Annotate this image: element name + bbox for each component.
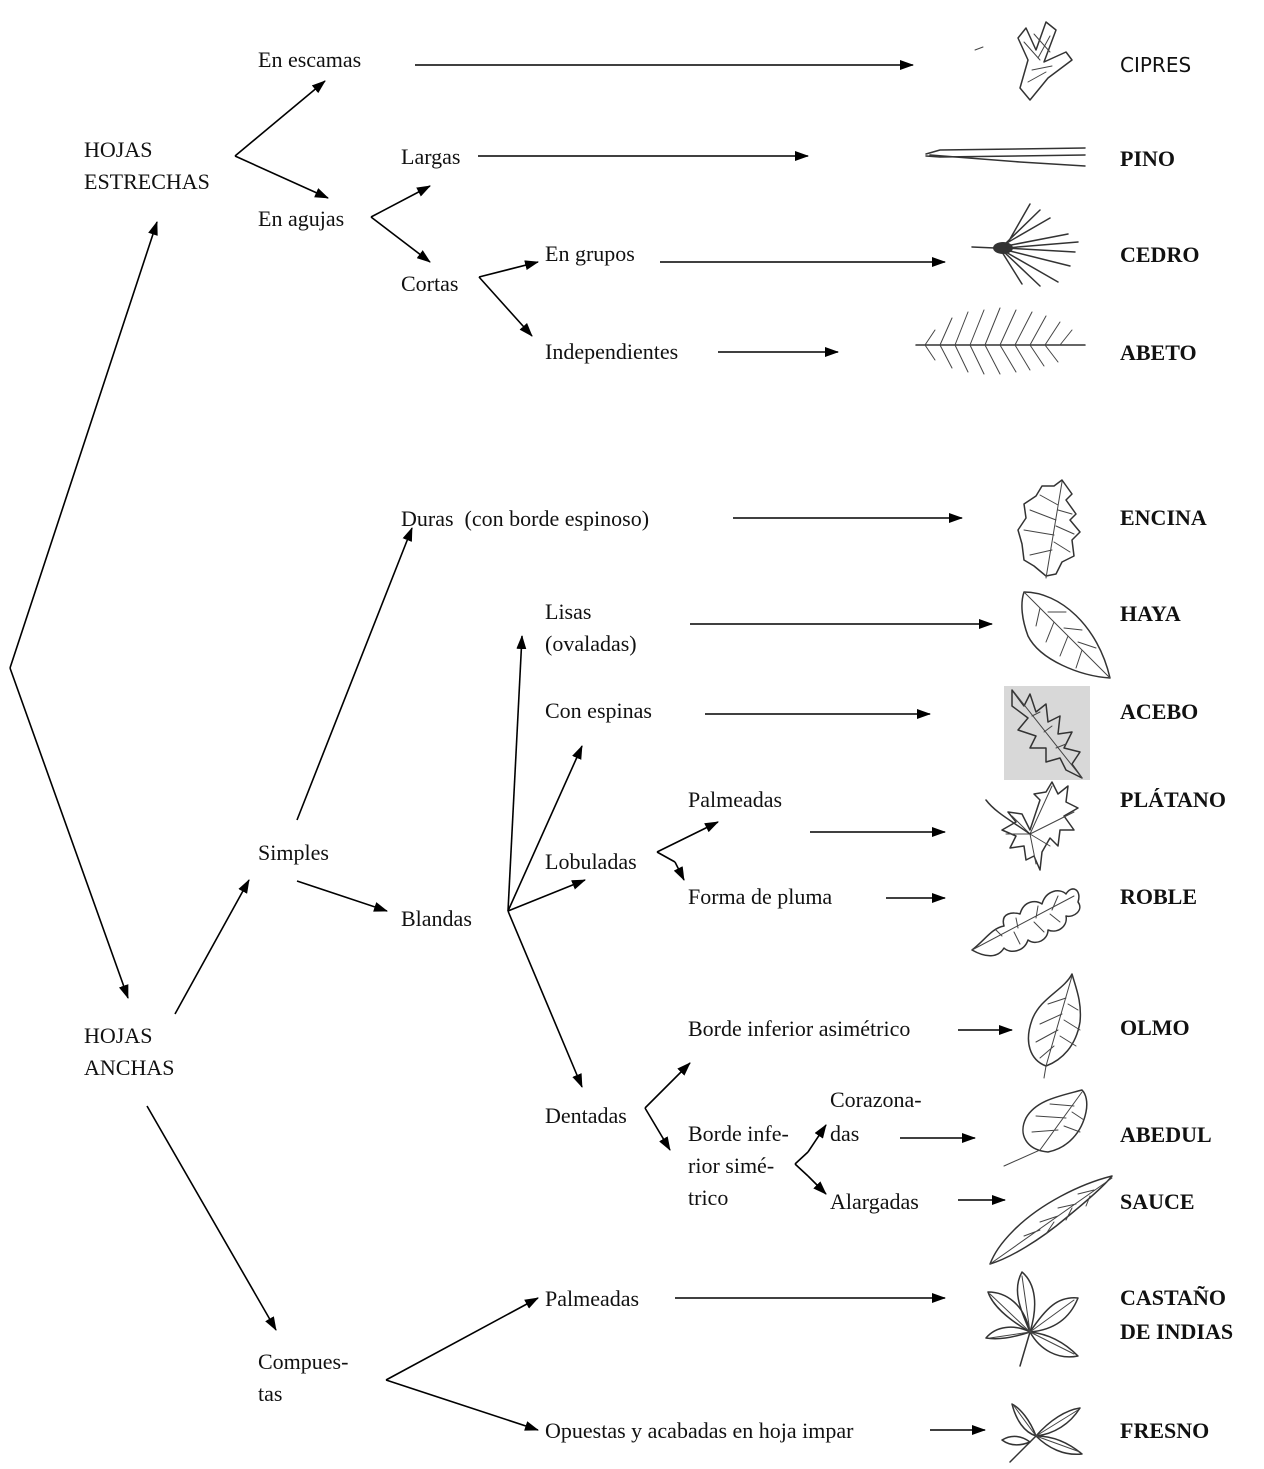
to-grupos-arrow (479, 262, 538, 277)
label-forma-de-pluma: Forma de pluma (688, 884, 832, 909)
label-simples: Simples (258, 840, 329, 865)
node-labels: HOJAS ESTRECHAS HOJAS ANCHAS En escamas … (84, 47, 922, 1443)
label-borde-asimetrico: Borde inferior asimétrico (688, 1016, 910, 1041)
to-simples-arrow (175, 880, 249, 1014)
willow-leaf-icon (990, 1176, 1112, 1264)
to-blandas-arrow (297, 881, 387, 911)
plane-leaf-icon (986, 782, 1078, 870)
label-hojas-estrechas-1: HOJAS (84, 137, 152, 162)
beech-leaf-icon (1022, 592, 1110, 678)
label-compuestas-1: Compues- (258, 1349, 348, 1374)
tree-name-platano: PLÁTANO (1120, 787, 1226, 812)
root-to-anchas-arrow (10, 668, 128, 998)
elm-leaf-icon (1028, 974, 1080, 1078)
label-hojas-anchas-1: HOJAS (84, 1023, 152, 1048)
label-largas: Largas (401, 144, 460, 169)
label-en-grupos: En grupos (545, 241, 635, 266)
tree-name-haya: HAYA (1120, 601, 1181, 626)
tree-name-castano-2: DE INDIAS (1120, 1319, 1233, 1344)
label-borde-simetrico-2: rior simé- (688, 1153, 774, 1178)
tree-name-cipres: CIPRES (1120, 53, 1191, 77)
label-palmeadas-compuestas: Palmeadas (545, 1286, 639, 1311)
tree-name-castano-1: CASTAÑO (1120, 1285, 1226, 1310)
birch-leaf-icon (1004, 1090, 1087, 1166)
to-lisas-arrow (508, 636, 522, 911)
oak-leaf-icon (972, 889, 1080, 956)
to-corazonadas-arrow (808, 1125, 826, 1152)
label-con-espinas: Con espinas (545, 698, 652, 723)
to-largas-arrow (371, 186, 430, 217)
label-palmeadas-lobuladas: Palmeadas (688, 787, 782, 812)
tree-name-encina: ENCINA (1120, 505, 1207, 530)
connectors (10, 65, 1012, 1430)
label-dentadas: Dentadas (545, 1103, 627, 1128)
label-duras: Duras (con borde espinoso) (401, 506, 649, 531)
to-palmeadas-lob-arrow (657, 822, 718, 852)
label-borde-simetrico-1: Borde infe- (688, 1121, 789, 1146)
label-en-escamas: En escamas (258, 47, 361, 72)
fir-branch-icon (916, 308, 1085, 374)
label-corazonadas-2: das (830, 1121, 859, 1146)
tree-name-pino: PINO (1120, 146, 1175, 171)
to-borde-asim-arrow (645, 1063, 690, 1108)
holly-leaf-icon (1004, 686, 1090, 780)
to-compuestas-arrow (147, 1106, 276, 1330)
to-dentadas-arrow (508, 911, 582, 1087)
cypress-scale-leaf-icon (975, 22, 1072, 100)
pine-needle-icon (926, 148, 1085, 166)
label-hojas-anchas-2: ANCHAS (84, 1055, 174, 1080)
tree-name-fresno: FRESNO (1120, 1418, 1209, 1443)
label-borde-simetrico-3: trico (688, 1185, 728, 1210)
label-alargadas: Alargadas (830, 1189, 919, 1214)
horse-chestnut-leaf-icon (986, 1272, 1078, 1366)
label-lisas-2: (ovaladas) (545, 631, 637, 656)
tree-name-olmo: OLMO (1120, 1015, 1190, 1040)
to-duras-arrow (297, 528, 412, 820)
to-escamas-arrow (235, 81, 325, 156)
tree-name-acebo: ACEBO (1120, 699, 1198, 724)
to-pluma-arrow (675, 862, 684, 880)
to-palmeadas-comp-arrow (386, 1298, 538, 1380)
cedar-needle-cluster-icon (972, 204, 1078, 286)
ash-leaf-icon (1002, 1404, 1082, 1462)
sim-fork-line-b (795, 1164, 808, 1176)
label-en-agujas: En agujas (258, 206, 344, 231)
to-borde-sim-arrow (645, 1108, 670, 1150)
sim-fork-line-a (795, 1152, 808, 1164)
label-lobuladas: Lobuladas (545, 849, 637, 874)
label-hojas-estrechas-2: ESTRECHAS (84, 169, 210, 194)
label-lisas-1: Lisas (545, 599, 591, 624)
root-to-estrechas-arrow (10, 222, 157, 668)
tree-name-roble: ROBLE (1120, 884, 1197, 909)
to-agujas-arrow (235, 156, 328, 198)
tree-name-abedul: ABEDUL (1120, 1122, 1212, 1147)
label-cortas: Cortas (401, 271, 458, 296)
to-independientes-arrow (479, 277, 532, 336)
label-blandas: Blandas (401, 906, 472, 931)
label-independientes: Independientes (545, 339, 678, 364)
tree-name-abeto: ABETO (1120, 340, 1197, 365)
holm-oak-leaf-icon (1018, 480, 1080, 578)
tree-name-sauce: SAUCE (1120, 1189, 1195, 1214)
to-alargadas-arrow (808, 1176, 826, 1194)
label-compuestas-2: tas (258, 1381, 282, 1406)
label-opuestas: Opuestas y acabadas en hoja impar (545, 1418, 854, 1443)
lob-fork-line (657, 852, 675, 862)
to-cortas-arrow (371, 217, 430, 262)
label-corazonadas-1: Corazona- (830, 1087, 922, 1112)
to-opuestas-arrow (386, 1380, 538, 1430)
tree-names: CIPRES PINO CEDRO ABETO ENCINA HAYA ACEB… (1120, 53, 1233, 1443)
tree-name-cedro: CEDRO (1120, 242, 1199, 267)
